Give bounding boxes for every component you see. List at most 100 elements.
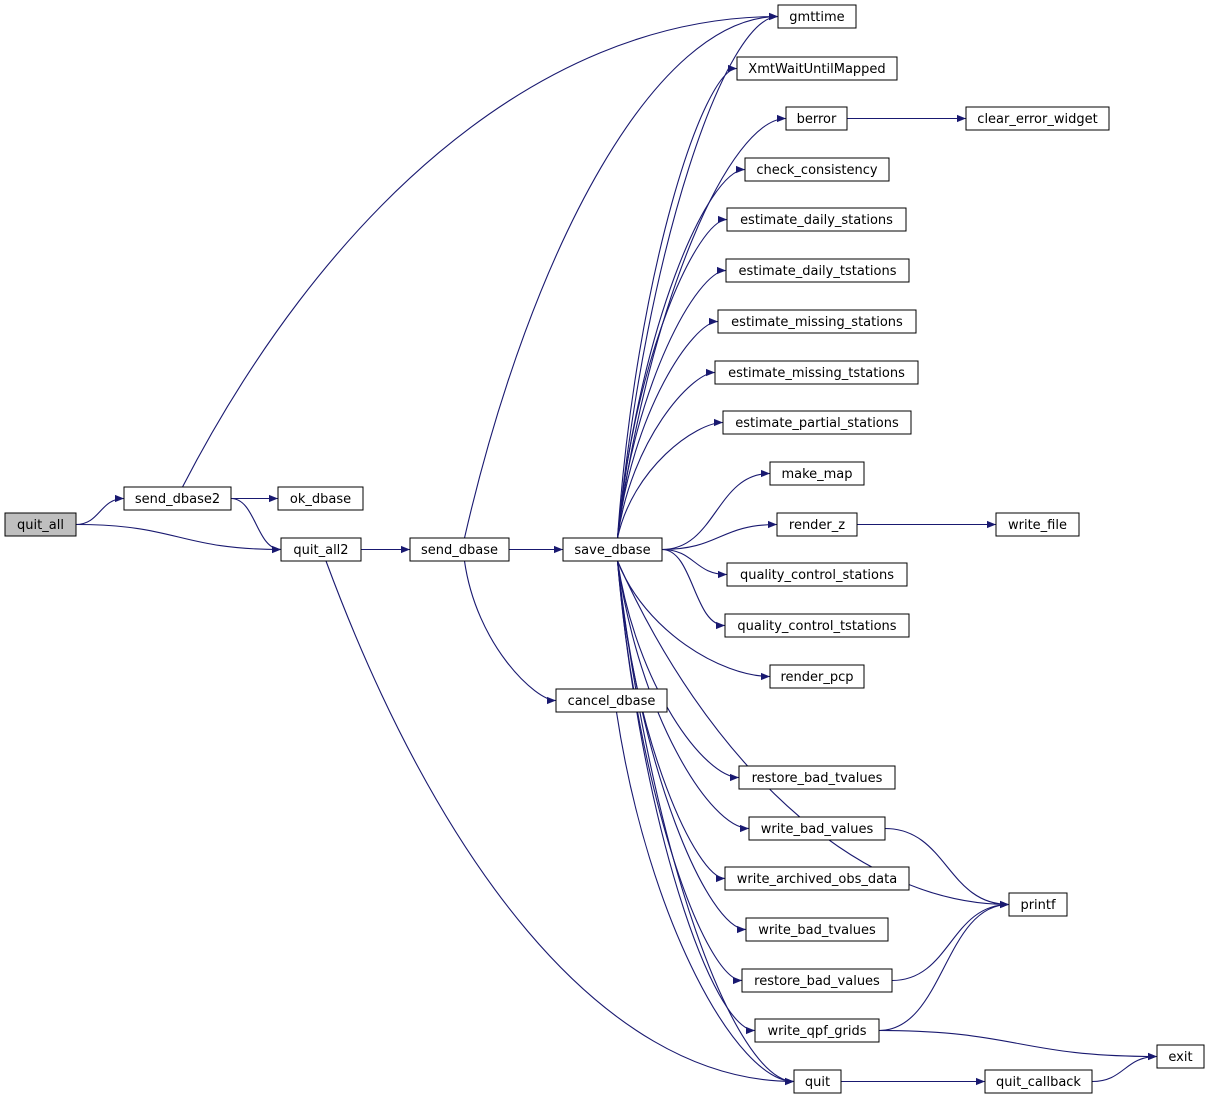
node-check_consistency[interactable]: check_consistency: [744, 157, 890, 182]
node-box[interactable]: [785, 106, 848, 131]
edge-save_dbase-to-write_archived_obs_data: [616, 560, 726, 883]
node-label: quit: [805, 1075, 830, 1090]
node-label: exit: [1168, 1050, 1192, 1065]
node-save_dbase[interactable]: save_dbase: [562, 537, 663, 562]
node-render_pcp[interactable]: render_pcp: [769, 664, 865, 689]
node-quit_all[interactable]: quit_all: [4, 512, 77, 537]
node-box[interactable]: [717, 309, 917, 334]
node-box[interactable]: [754, 1018, 880, 1043]
edge-save_dbase-to-write_qpf_grids: [616, 560, 756, 1035]
edge-save_dbase-to-quality_control_stations: [661, 548, 728, 579]
node-box[interactable]: [555, 688, 668, 713]
edge-save_dbase-to-estimate_partial_stations: [616, 418, 724, 539]
node-label: render_z: [789, 518, 845, 533]
node-label: estimate_partial_stations: [735, 416, 899, 431]
edge-cancel_dbase-to-quit: [615, 711, 795, 1086]
node-box[interactable]: [722, 410, 912, 435]
node-label: write_bad_tvalues: [758, 923, 876, 938]
node-box[interactable]: [748, 816, 886, 841]
node-write_qpf_grids[interactable]: write_qpf_grids: [754, 1018, 880, 1043]
edge-save_dbase-to-estimate_daily_stations: [616, 215, 728, 539]
node-write_file[interactable]: write_file: [995, 512, 1080, 537]
node-box[interactable]: [769, 461, 865, 486]
node-write_bad_values[interactable]: write_bad_values: [748, 816, 886, 841]
node-label: berror: [797, 112, 837, 127]
node-quit[interactable]: quit: [793, 1069, 842, 1094]
edge-send_dbase-to-gmttime: [463, 12, 779, 539]
node-box[interactable]: [726, 207, 907, 232]
node-box[interactable]: [769, 664, 865, 689]
edge-save_dbase-to-estimate_daily_tstations: [616, 266, 727, 539]
node-render_z[interactable]: render_z: [776, 512, 858, 537]
node-box[interactable]: [745, 917, 889, 942]
node-box[interactable]: [562, 537, 663, 562]
node-write_archived_obs_data[interactable]: write_archived_obs_data: [724, 866, 910, 891]
node-box[interactable]: [738, 765, 896, 790]
node-box[interactable]: [123, 486, 232, 511]
edge-save_dbase-to-gmttime: [616, 12, 779, 539]
node-box[interactable]: [4, 512, 77, 537]
edge-send_dbase-to-cancel_dbase: [463, 560, 557, 705]
node-box[interactable]: [777, 4, 857, 29]
node-label: clear_error_widget: [977, 112, 1097, 127]
node-clear_error_widget[interactable]: clear_error_widget: [965, 106, 1110, 131]
node-gmttime[interactable]: gmttime: [777, 4, 857, 29]
node-box[interactable]: [725, 258, 910, 283]
node-restore_bad_values[interactable]: restore_bad_values: [741, 968, 893, 993]
node-exit[interactable]: exit: [1156, 1044, 1205, 1069]
node-box[interactable]: [744, 157, 890, 182]
edge-quit_all-to-send_dbase2: [75, 494, 125, 526]
node-box[interactable]: [984, 1069, 1093, 1094]
node-label: write_archived_obs_data: [737, 872, 897, 887]
node-box[interactable]: [965, 106, 1110, 131]
edge-quit_callback-to-exit: [1091, 1052, 1158, 1083]
edge-save_dbase-to-printf: [616, 560, 1010, 909]
node-quit_all2[interactable]: quit_all2: [280, 537, 362, 562]
node-make_map[interactable]: make_map: [769, 461, 865, 486]
node-quality_control_stations[interactable]: quality_control_stations: [726, 562, 908, 587]
node-label: estimate_missing_tstations: [728, 366, 905, 381]
node-quality_control_tstations[interactable]: quality_control_tstations: [724, 613, 910, 638]
edge-quit_all-to-quit_all2: [75, 523, 282, 554]
node-label: render_pcp: [780, 670, 853, 685]
node-box[interactable]: [995, 512, 1080, 537]
edge-quit_all2-to-quit: [325, 560, 795, 1086]
node-estimate_daily_tstations[interactable]: estimate_daily_tstations: [725, 258, 910, 283]
node-box[interactable]: [724, 866, 910, 891]
node-box[interactable]: [280, 537, 362, 562]
node-label: save_dbase: [574, 543, 650, 558]
node-box[interactable]: [1008, 892, 1068, 917]
node-box[interactable]: [724, 613, 910, 638]
node-box[interactable]: [409, 537, 510, 562]
node-box[interactable]: [776, 512, 858, 537]
node-estimate_partial_stations[interactable]: estimate_partial_stations: [722, 410, 912, 435]
node-estimate_missing_tstations[interactable]: estimate_missing_tstations: [714, 360, 919, 385]
node-estimate_daily_stations[interactable]: estimate_daily_stations: [726, 207, 907, 232]
node-box[interactable]: [741, 968, 893, 993]
node-send_dbase2[interactable]: send_dbase2: [123, 486, 232, 511]
node-berror[interactable]: berror: [785, 106, 848, 131]
node-printf[interactable]: printf: [1008, 892, 1068, 917]
node-box[interactable]: [277, 486, 364, 511]
node-ok_dbase[interactable]: ok_dbase: [277, 486, 364, 511]
node-cancel_dbase[interactable]: cancel_dbase: [555, 688, 668, 713]
node-send_dbase[interactable]: send_dbase: [409, 537, 510, 562]
node-XmtWaitUntilMapped[interactable]: XmtWaitUntilMapped: [736, 56, 898, 81]
node-label: write_bad_values: [761, 822, 874, 837]
node-box[interactable]: [714, 360, 919, 385]
edge-save_dbase-to-restore_bad_values: [616, 560, 743, 985]
edge-save_dbase-to-restore_bad_tvalues: [616, 560, 740, 782]
edges-layer: [75, 12, 1158, 1086]
node-box[interactable]: [736, 56, 898, 81]
node-estimate_missing_stations[interactable]: estimate_missing_stations: [717, 309, 917, 334]
node-label: make_map: [781, 467, 852, 482]
node-box[interactable]: [726, 562, 908, 587]
edge-write_qpf_grids-to-exit: [878, 1029, 1158, 1061]
node-box[interactable]: [1156, 1044, 1205, 1069]
node-box[interactable]: [793, 1069, 842, 1094]
node-write_bad_tvalues[interactable]: write_bad_tvalues: [745, 917, 889, 942]
node-quit_callback[interactable]: quit_callback: [984, 1069, 1093, 1094]
node-label: write_file: [1008, 518, 1067, 533]
node-restore_bad_tvalues[interactable]: restore_bad_tvalues: [738, 765, 896, 790]
